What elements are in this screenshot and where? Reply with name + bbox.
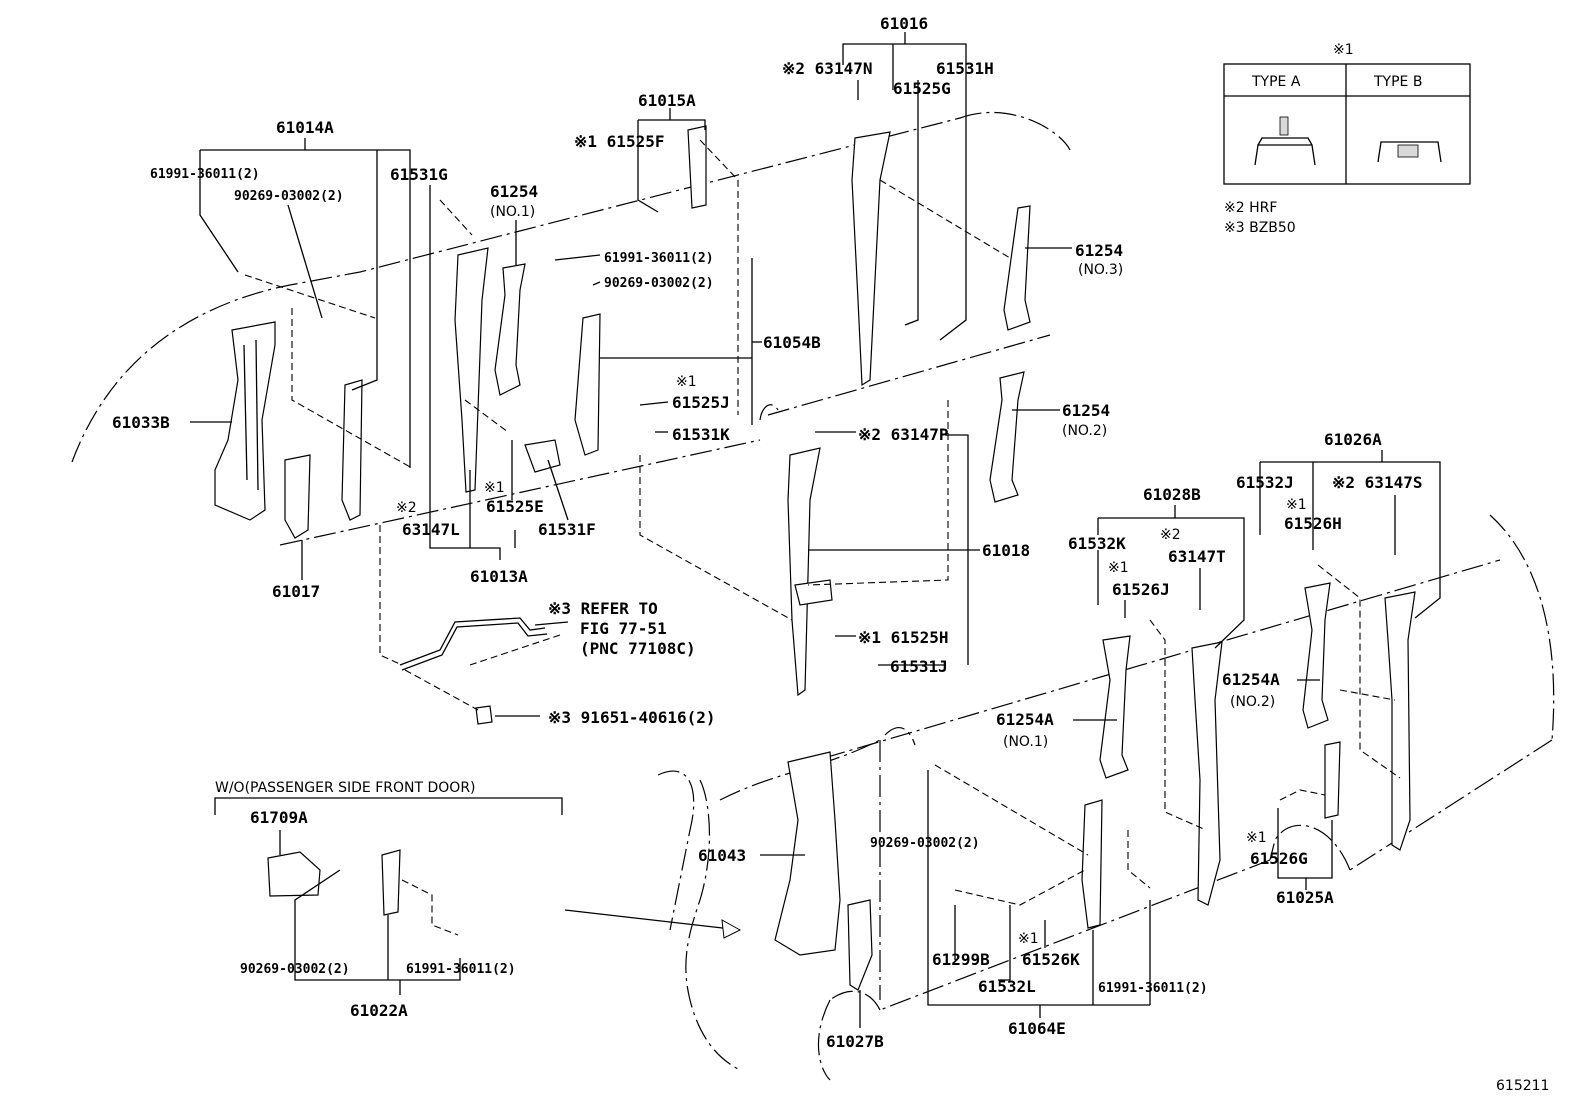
callout-lines <box>190 32 1441 1028</box>
label-61054B: 61054B <box>763 333 821 352</box>
mark-1-a: ※1 <box>676 374 697 390</box>
legend-type-a: TYPE A <box>1251 74 1301 90</box>
label-61532J: 61532J <box>1236 473 1294 492</box>
label-61043: 61043 <box>698 846 746 865</box>
vehicle-body-outline <box>71 111 1555 1081</box>
mark-2-a: ※2 <box>396 500 417 516</box>
label-61254-no2-sub: (NO.2) <box>1062 423 1107 439</box>
label-61025A: 61025A <box>1276 888 1334 907</box>
inset-title: W/O(PASSENGER SIDE FRONT DOOR) <box>215 780 476 796</box>
label-61254-no1: 61254 <box>490 182 538 201</box>
label-61254A-no1-sub: (NO.1) <box>1003 734 1048 750</box>
label-63147P: ※2 63147P <box>858 425 948 444</box>
mark-1-d: ※1 <box>1108 560 1129 576</box>
part-labels: 61016 ※2 63147N 61531H 61525G 61015A ※1 … <box>112 14 1549 1094</box>
label-61525H: ※1 61525H <box>858 628 948 647</box>
label-61254A-no2: 61254A <box>1222 670 1280 689</box>
type-b-clip-icon <box>1377 141 1442 163</box>
mark-1-b: ※1 <box>484 480 505 496</box>
label-61018: 61018 <box>982 541 1030 560</box>
label-61991-d: 61991-36011(2) <box>1098 981 1208 996</box>
label-91651: ※3 91651-40616(2) <box>548 708 716 727</box>
label-61016: 61016 <box>880 14 928 33</box>
label-61254-no3: 61254 <box>1075 241 1123 260</box>
label-61254-no2: 61254 <box>1062 401 1110 420</box>
label-refer-1: ※3 REFER TO <box>548 599 658 618</box>
label-63147T: 63147T <box>1168 547 1226 566</box>
label-61531K: 61531K <box>672 425 730 444</box>
mark-1-f: ※1 <box>1018 931 1039 947</box>
label-61526K: 61526K <box>1022 950 1080 969</box>
label-63147S: ※2 63147S <box>1332 473 1422 492</box>
label-61531F: 61531F <box>538 520 596 539</box>
legend-mark: ※1 <box>1333 42 1354 58</box>
legend-note-2: ※2 HRF <box>1224 200 1277 216</box>
label-61526G: 61526G <box>1250 849 1308 868</box>
part-drawings <box>214 125 1416 991</box>
label-90269-c: 90269-03002(2) <box>870 836 980 851</box>
mark-1-e: ※1 <box>1246 830 1267 846</box>
label-61064E: 61064E <box>1008 1019 1066 1038</box>
mark-1-c: ※1 <box>1286 497 1307 513</box>
dashed-leaders <box>244 139 1401 936</box>
label-61709A: 61709A <box>250 808 308 827</box>
label-61027B: 61027B <box>826 1032 884 1051</box>
diagram-id: 615211 <box>1496 1078 1549 1094</box>
label-61022A: 61022A <box>350 1001 408 1020</box>
label-63147N: ※2 63147N <box>782 59 872 78</box>
label-63147L: 63147L <box>402 520 460 539</box>
label-61254-no1-sub: (NO.1) <box>490 204 535 220</box>
label-61525F: ※1 61525F <box>574 132 664 151</box>
label-61991-c: 61991-36011(2) <box>406 962 516 977</box>
label-refer-3: (PNC 77108C) <box>580 639 696 658</box>
label-61254A-no1: 61254A <box>996 710 1054 729</box>
label-61531H: 61531H <box>936 59 994 78</box>
label-61525E: 61525E <box>486 497 544 516</box>
label-61526J: 61526J <box>1112 580 1170 599</box>
label-61299B: 61299B <box>932 950 990 969</box>
label-61033B: 61033B <box>112 413 170 432</box>
label-61525J: 61525J <box>672 393 730 412</box>
label-61013A: 61013A <box>470 567 528 586</box>
label-90269-a: 90269-03002(2) <box>234 189 344 204</box>
label-61531J: 61531J <box>890 657 948 676</box>
type-a-clip-icon <box>1254 116 1316 166</box>
label-61254A-no2-sub: (NO.2) <box>1230 694 1275 710</box>
mark-2-b: ※2 <box>1160 527 1181 543</box>
label-61254-no3-sub: (NO.3) <box>1078 262 1123 278</box>
label-61525G: 61525G <box>893 79 951 98</box>
label-61015A: 61015A <box>638 91 696 110</box>
label-refer-2: FIG 77-51 <box>580 619 667 638</box>
label-61991-a: 61991-36011(2) <box>150 167 260 182</box>
label-61014A: 61014A <box>276 118 334 137</box>
label-61526H: 61526H <box>1284 514 1342 533</box>
legend-type-b: TYPE B <box>1373 74 1422 90</box>
label-61532K: 61532K <box>1068 534 1126 553</box>
label-90269-b: 90269-03002(2) <box>604 276 714 291</box>
label-61026A: 61026A <box>1324 430 1382 449</box>
label-61991-b: 61991-36011(2) <box>604 251 714 266</box>
label-90269-d: 90269-03002(2) <box>240 962 350 977</box>
legend-table: ※1 TYPE A TYPE B ※2 HRF ※3 BZB50 <box>1223 42 1471 236</box>
label-61532L: 61532L <box>978 977 1036 996</box>
label-61531G: 61531G <box>390 165 448 184</box>
label-61028B: 61028B <box>1143 485 1201 504</box>
label-61017: 61017 <box>272 582 320 601</box>
legend-note-3: ※3 BZB50 <box>1224 220 1296 236</box>
